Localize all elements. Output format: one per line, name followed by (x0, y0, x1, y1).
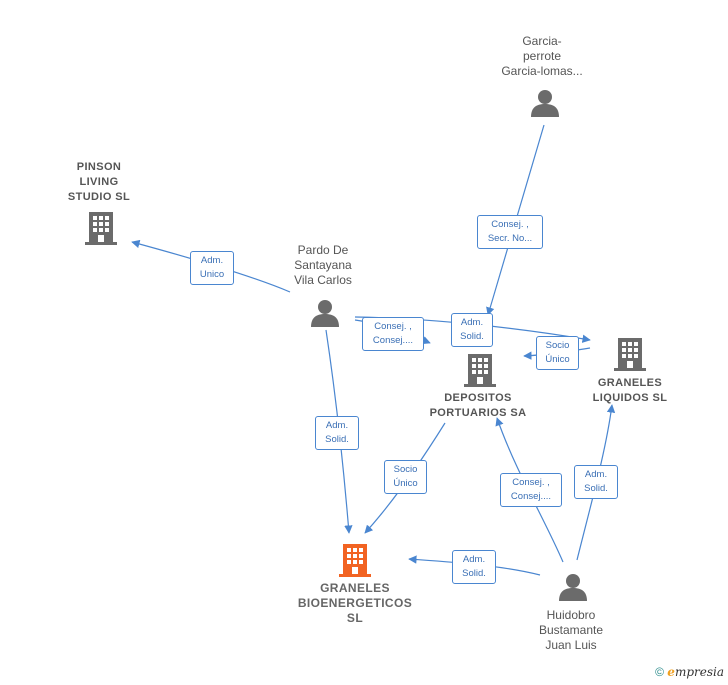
edge-label-pardo-bio: Adm. Solid. (315, 416, 359, 450)
brand-logo[interactable]: empresia (667, 665, 724, 679)
edge-label-pardo-pinson: Adm. Unico (190, 251, 234, 285)
person-label-garcia[interactable]: Garcia- perrote Garcia-lomas... (501, 34, 583, 78)
edge-label-pardo-depositos: Consej. , Consej.... (362, 317, 424, 351)
person-icon[interactable] (310, 298, 340, 328)
person-icon[interactable] (558, 572, 588, 602)
footer-watermark: © empresia (655, 665, 724, 679)
person-label-huidobro[interactable]: Huidobro Bustamante Juan Luis (538, 608, 604, 652)
person-label-pardo[interactable]: Pardo De Santayana Vila Carlos (294, 243, 352, 287)
company-label-graneles-liquidos[interactable]: GRANELES LIQUIDOS SL (592, 377, 668, 404)
edge-label-depositos-liquidos: Socio Único (536, 336, 579, 370)
edge-label-huidobro-liquidos: Adm. Solid. (574, 465, 618, 499)
company-label-depositos[interactable]: DEPOSITOS PORTUARIOS SA (429, 392, 527, 419)
edge-label-pardo-liquidos: Adm. Solid. (451, 313, 493, 347)
edge-label-huidobro-bio: Adm. Solid. (452, 550, 496, 584)
person-icon[interactable] (530, 88, 560, 118)
company-label-graneles-bioenergeticos[interactable]: GRANELES BIOENERGETICOS SL (297, 581, 413, 625)
building-icon[interactable] (464, 352, 496, 388)
copyright-symbol: © (655, 665, 664, 679)
brand-e: e (667, 665, 675, 679)
building-icon[interactable] (85, 210, 117, 246)
building-icon[interactable] (339, 542, 371, 578)
company-label-pinson[interactable]: PINSON LIVING STUDIO SL (67, 161, 131, 203)
edge-label-depositos-bio: Socio Único (384, 460, 427, 494)
edge-label-huidobro-depositos: Consej. , Consej.... (500, 473, 562, 507)
edge-label-garcia-depositos: Consej. , Secr. No... (477, 215, 543, 249)
brand-rest: mpresia (674, 665, 724, 679)
building-icon[interactable] (614, 336, 646, 372)
